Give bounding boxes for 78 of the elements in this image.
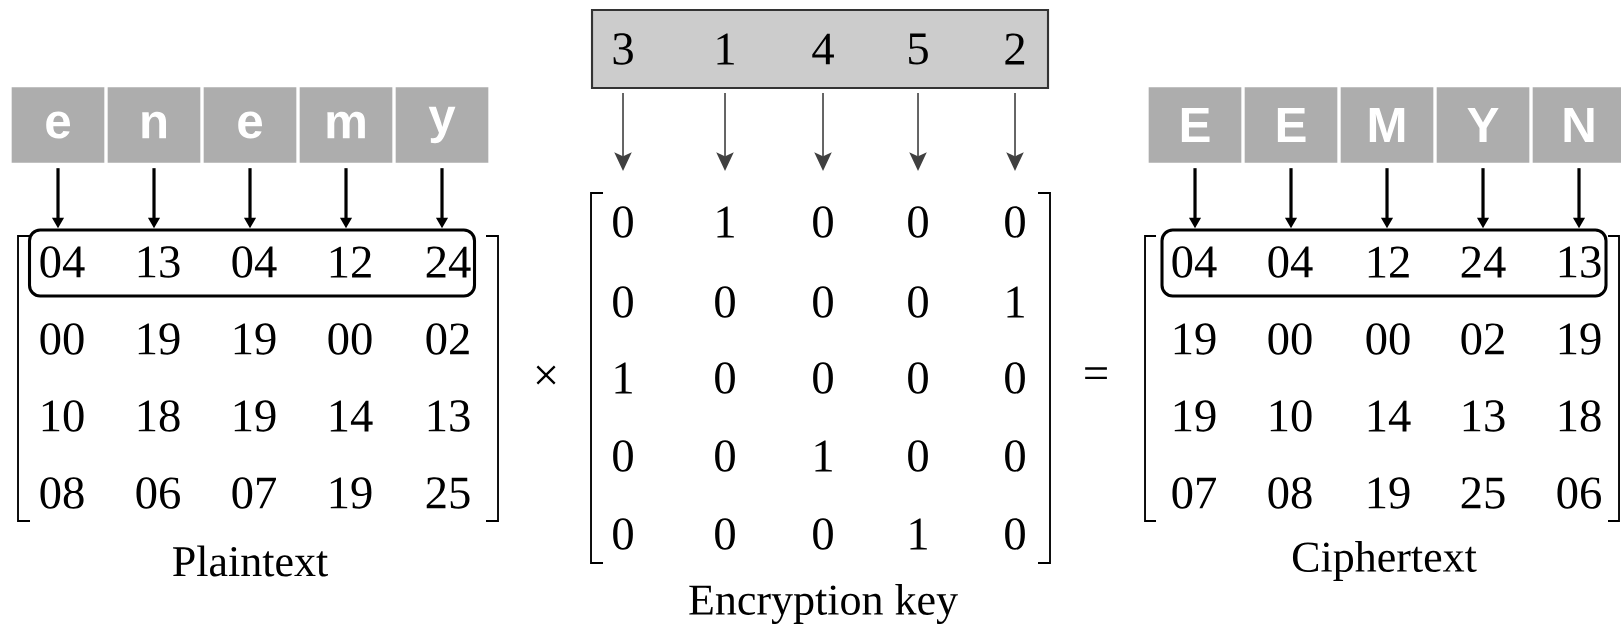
matrix-entry: 1	[717, 206, 734, 238]
letter-box: E	[1147, 85, 1243, 165]
key-digit: 2	[1005, 33, 1025, 65]
matrix-entry: 19	[330, 477, 372, 509]
matrix-entry: 0	[613, 206, 633, 238]
key-box	[590, 8, 1050, 90]
matrix-entry: 0	[813, 286, 833, 318]
matrix-entry: 07	[232, 477, 276, 509]
matrix-entry: 10	[42, 400, 84, 432]
matrix-entry: 0	[715, 518, 735, 550]
matrix-entry: 19	[1174, 400, 1216, 432]
matrix-entry: 0	[715, 286, 735, 318]
highlight-row-box	[27, 228, 477, 298]
matrix-entry: 0	[813, 518, 833, 550]
matrix-entry: 18	[138, 400, 180, 432]
matrix-entry: 04	[40, 246, 85, 278]
matrix-entry: 19	[1368, 477, 1410, 509]
letter-box: y	[394, 85, 490, 165]
letter-box: n	[106, 85, 202, 165]
key-digit: 5	[909, 33, 928, 65]
matrix-entry: 10	[1270, 400, 1312, 432]
matrix-caption: Ciphertext	[1292, 541, 1477, 581]
matrix-entry: 1	[815, 440, 832, 472]
matrix-entry: 25	[426, 477, 470, 509]
highlight-row-box	[1160, 228, 1608, 298]
matrix-entry: 24	[1461, 246, 1506, 278]
matrix-entry: 04	[232, 246, 277, 278]
matrix-entry: 0	[908, 206, 928, 238]
matrix-entry: 1	[1007, 286, 1024, 318]
matrix-entry: 13	[428, 400, 470, 432]
matrix-entry: 1	[910, 518, 927, 550]
matrix-entry: 18	[1559, 400, 1601, 432]
matrix-entry: 0	[1005, 440, 1025, 472]
matrix-entry: 06	[1557, 477, 1601, 509]
matrix-entry: 12	[1368, 246, 1409, 278]
matrix-entry: 24	[426, 246, 471, 278]
matrix-entry: 13	[138, 246, 180, 278]
letter-box: N	[1531, 85, 1621, 165]
matrix-entry: 0	[908, 286, 928, 318]
key-digit: 4	[812, 33, 834, 65]
key-digit: 1	[717, 33, 734, 65]
matrix-entry: 08	[40, 477, 84, 509]
matrix-entry: 19	[234, 400, 276, 432]
matrix-entry: 14	[1368, 400, 1411, 432]
matrix-caption: Encryption key	[689, 584, 958, 624]
matrix-entry: 06	[136, 477, 180, 509]
matrix-entry: 0	[813, 362, 833, 394]
matrix-entry: 04	[1172, 246, 1217, 278]
matrix-entry: 0	[715, 440, 735, 472]
matrix-entry: 04	[1268, 246, 1313, 278]
letter-box: E	[1243, 85, 1339, 165]
matrix-entry: 0	[613, 518, 633, 550]
matrix-entry: 08	[1268, 477, 1312, 509]
matrix-entry: 0	[613, 440, 633, 472]
matrix-entry: 0	[908, 362, 928, 394]
letter-box: Y	[1435, 85, 1531, 165]
letter-box: m	[298, 85, 394, 165]
matrix-caption: Plaintext	[173, 545, 328, 577]
matrix-entry: 0	[613, 286, 633, 318]
letter-box: e	[202, 85, 298, 165]
matrix-entry: 0	[1005, 206, 1025, 238]
matrix-entry: 12	[330, 246, 371, 278]
matrix-entry: 0	[1005, 518, 1025, 550]
matrix-entry: 13	[1463, 400, 1505, 432]
matrix-entry: 0	[908, 440, 928, 472]
matrix-entry: 0	[715, 362, 735, 394]
operator-sign: =	[1085, 367, 1107, 379]
matrix-entry: 0	[1005, 362, 1025, 394]
key-digit: 3	[613, 33, 633, 65]
matrix-entry: 25	[1461, 477, 1505, 509]
letter-box: M	[1339, 85, 1435, 165]
operator-sign: ×	[536, 365, 556, 385]
matrix-entry: 14	[330, 400, 373, 432]
letter-box: e	[10, 85, 106, 165]
matrix-entry: 13	[1559, 246, 1601, 278]
matrix-entry: 07	[1172, 477, 1216, 509]
matrix-entry: 1	[615, 362, 632, 394]
matrix-entry: 0	[813, 206, 833, 238]
